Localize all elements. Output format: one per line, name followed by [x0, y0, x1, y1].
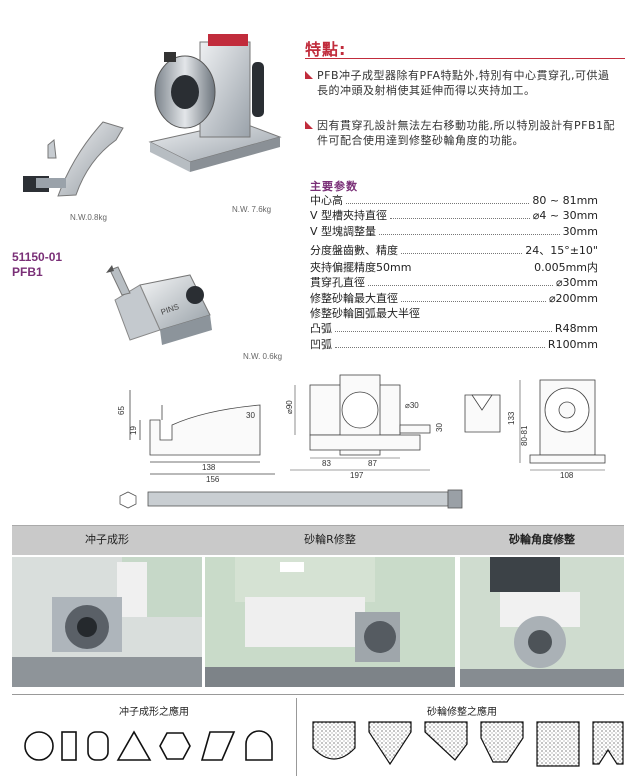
v-angle-profile-icon: [368, 721, 412, 766]
circle-shape-icon: [24, 731, 54, 761]
rounded-corner-profile-icon: [536, 721, 580, 767]
rectangle-shape-icon: [61, 731, 77, 761]
spec-row: V 型槽夾持直徑⌀4 ~ 30mm: [310, 209, 598, 222]
model-block: 51150-01 PFB1: [12, 250, 62, 280]
hexagon-shape-icon: [159, 732, 191, 760]
wheel-angle-photo: [460, 557, 624, 687]
punch-applications-title: 冲子成形之應用: [119, 707, 189, 718]
spec-row: 修整砂輪最大直徑⌀200mm: [310, 292, 598, 305]
wheel-angle-label: 砂輪角度修整: [509, 533, 575, 546]
features-title: 特點:: [305, 40, 347, 59]
main-weight-label: N.W. 7.6kg: [232, 205, 272, 214]
arm-weight-label: N.W.0.8kg: [70, 213, 107, 222]
w-profile-icon: [592, 721, 624, 765]
flat-bevel-profile-icon: [480, 721, 524, 763]
svg-text:138: 138: [202, 463, 216, 472]
triangle-bullet-icon: [305, 121, 313, 129]
application-band: [12, 525, 624, 555]
svg-text:30: 30: [435, 423, 444, 432]
svg-text:65: 65: [117, 406, 126, 415]
grinding-profiles: [312, 721, 624, 767]
svg-text:⌀90: ⌀90: [285, 400, 294, 414]
rounded-slot-shape-icon: [87, 731, 109, 761]
svg-text:197: 197: [350, 471, 364, 480]
svg-text:83: 83: [322, 459, 331, 468]
wheel-radius-label: 砂輪R修整: [304, 533, 356, 546]
pfb1-weight-label: N.W. 0.6kg: [243, 352, 283, 361]
spec-row: 修整砂輪圓弧最大半徑: [310, 307, 420, 320]
punch-forming-photo: [12, 557, 202, 687]
specs-title: 主要参数: [310, 180, 358, 193]
svg-text:87: 87: [368, 459, 377, 468]
punch-forming-label: 冲子成形: [85, 533, 129, 546]
svg-text:19: 19: [129, 426, 138, 435]
pfb1-accessory-photo: PINS: [100, 245, 225, 355]
single-bevel-profile-icon: [424, 721, 468, 761]
applications-divider: [12, 694, 624, 695]
svg-text:80-81: 80-81: [520, 425, 529, 446]
model-name: PFB1: [12, 265, 43, 279]
spec-row: 貫穿孔直徑⌀30mm: [310, 276, 598, 289]
svg-text:⌀30: ⌀30: [405, 401, 419, 410]
svg-text:30: 30: [246, 411, 255, 420]
technical-drawings: 65 19 30 138 156 ⌀90 ⌀30 30 83 87 197 13…: [117, 374, 606, 509]
model-number: 51150-01: [12, 250, 63, 264]
feature-item: PFB冲子成型器除有PFA特點外,特別有中心貫穿孔,可供過長的冲頭及射梢使其延伸…: [305, 68, 615, 98]
svg-text:133: 133: [507, 411, 516, 425]
feature-item: 因有貫穿孔設計無法左右移動功能,所以特別設計有PFB1配件可配合使用達到修整砂輪…: [305, 118, 615, 148]
punch-shapes: [24, 730, 273, 761]
wheel-radius-photo: [205, 557, 455, 687]
features-divider: [305, 58, 625, 59]
arch-shape-icon: [245, 730, 273, 761]
applications-vertical-divider: [296, 698, 297, 776]
punch-former-photo: [130, 22, 290, 182]
triangle-shape-icon: [116, 730, 152, 761]
svg-text:156: 156: [206, 475, 220, 484]
radius-arm-photo: [18, 100, 128, 210]
triangle-bullet-icon: [305, 71, 313, 79]
grind-applications-title: 砂輪修整之應用: [427, 707, 497, 718]
svg-text:108: 108: [560, 471, 574, 480]
convex-radius-profile-icon: [312, 721, 356, 760]
parallelogram-shape-icon: [200, 731, 236, 761]
